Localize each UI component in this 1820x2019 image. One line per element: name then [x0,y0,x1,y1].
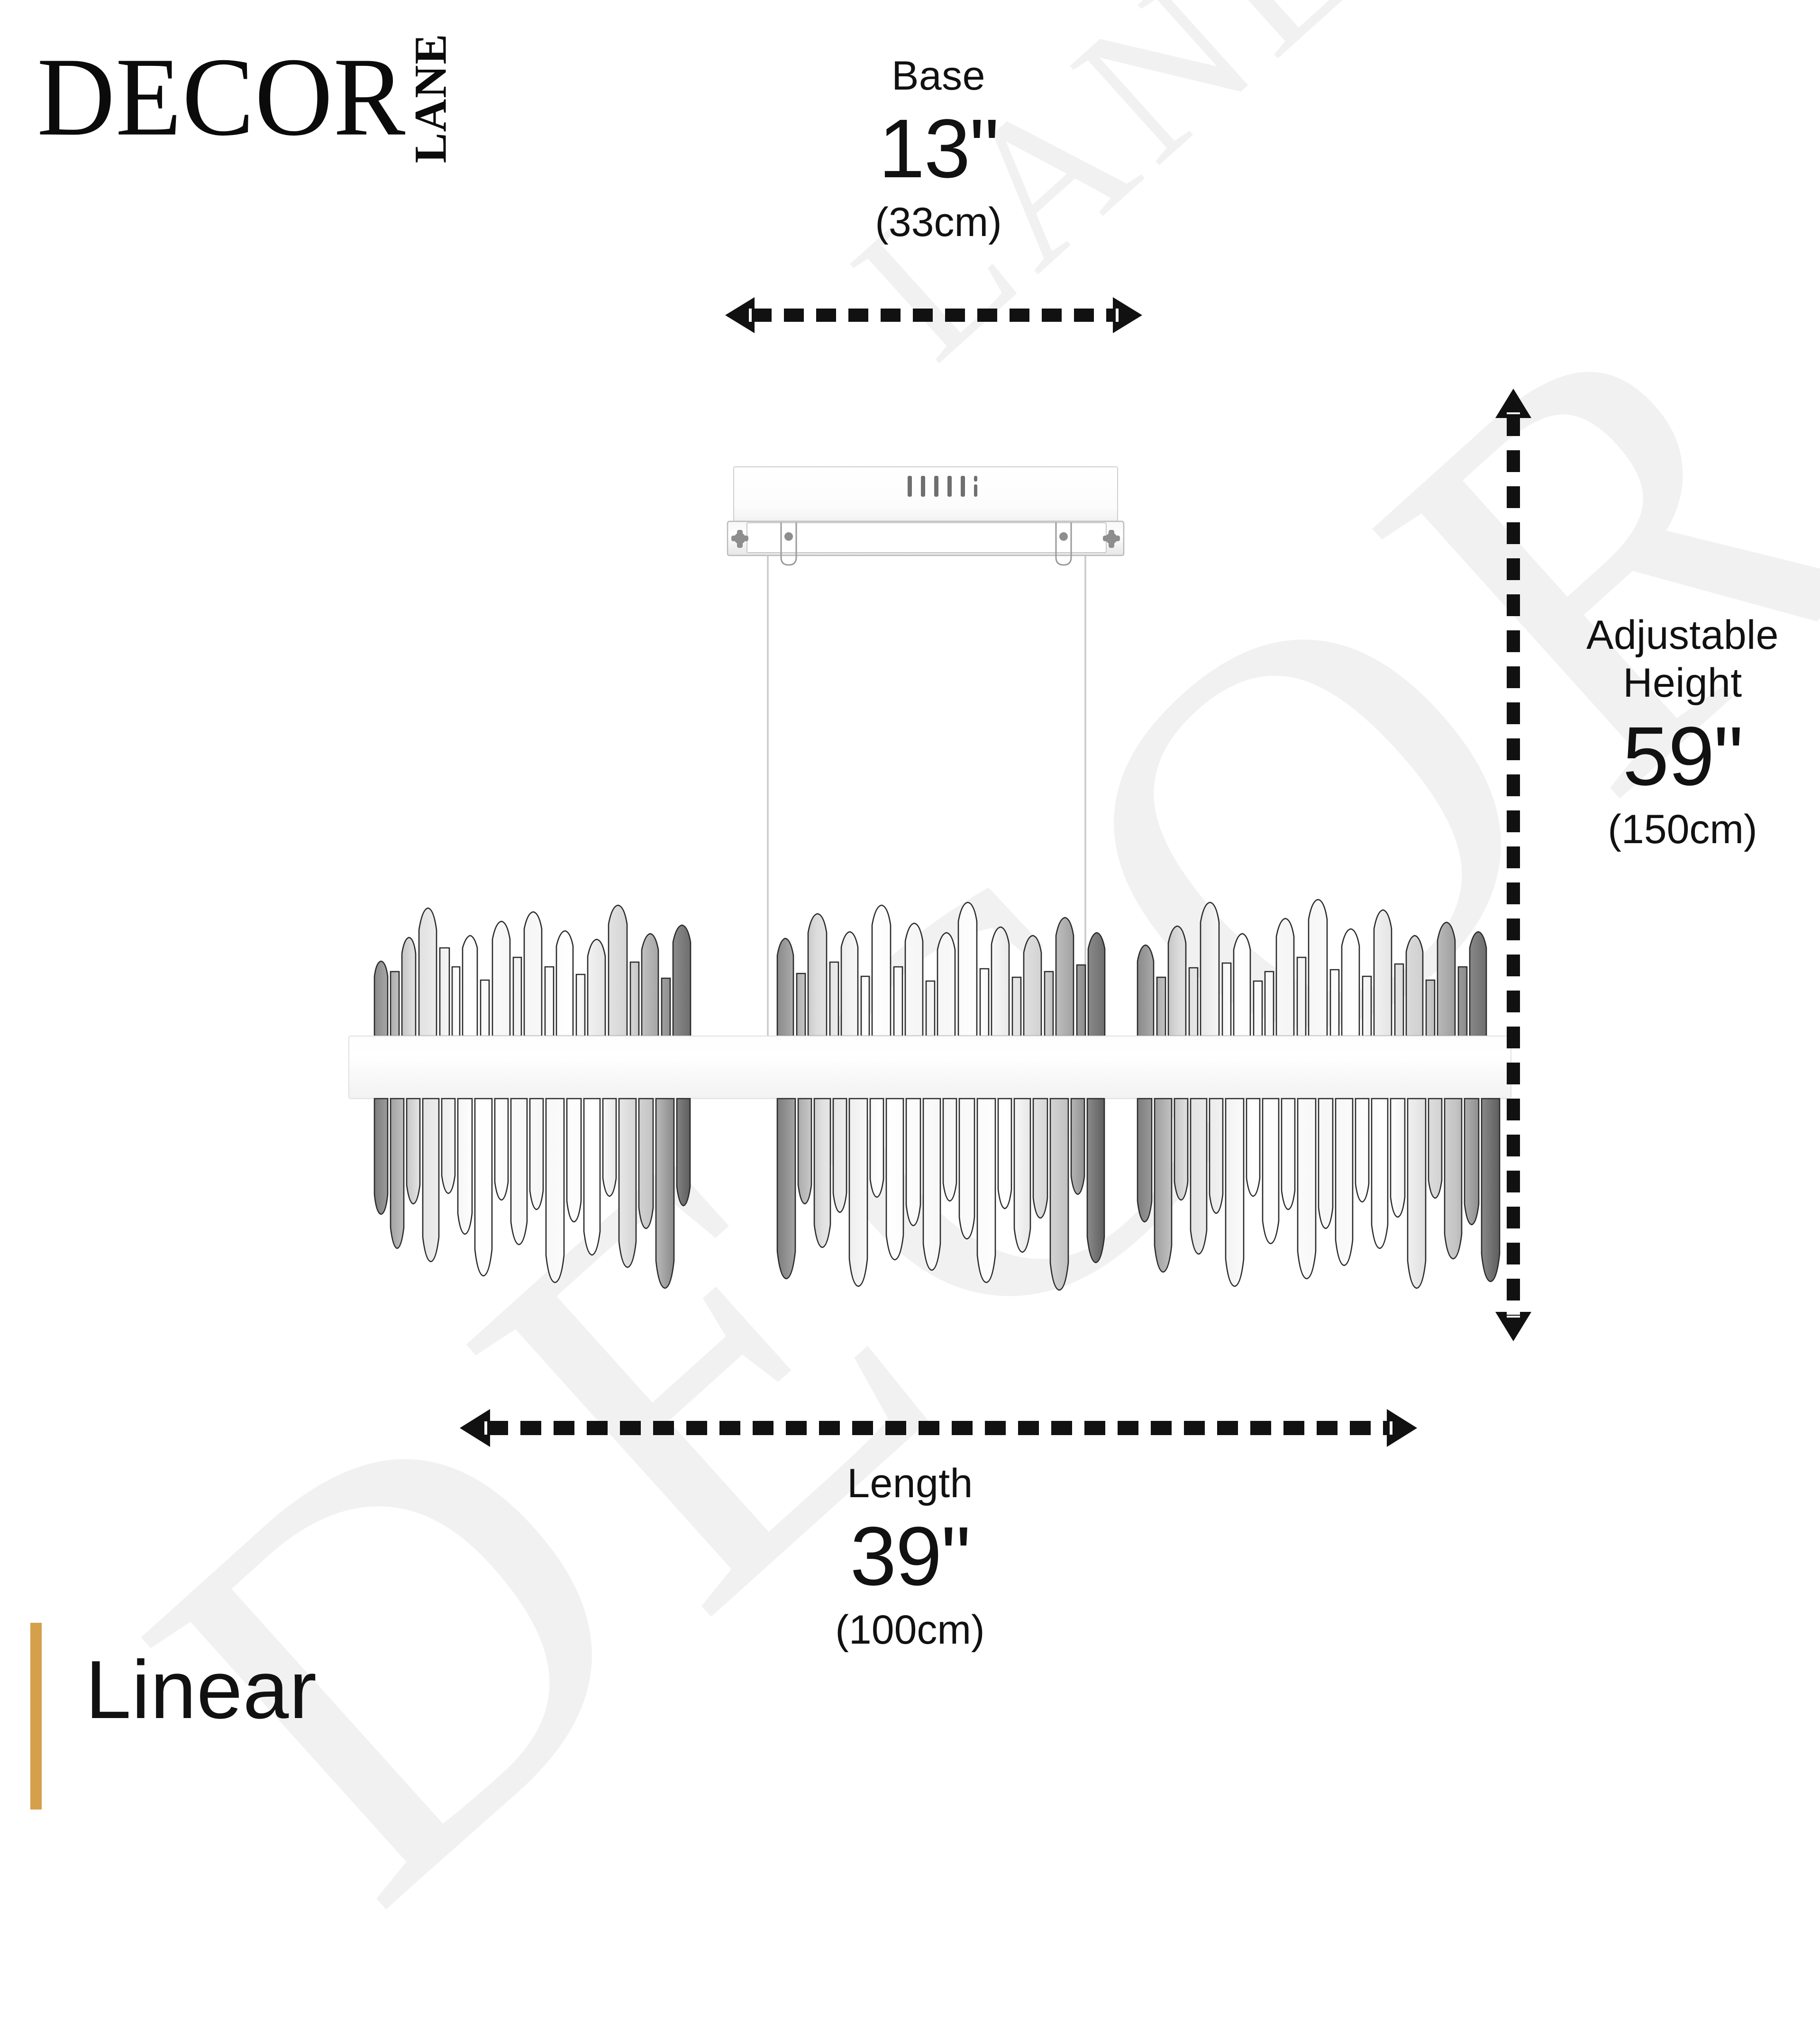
brand-name-decor: DECOR [37,35,406,159]
product-name: Linear [85,1643,317,1736]
bracket-screw-right [1103,530,1120,548]
height-arrow-icon [1491,384,1536,1346]
crystal-cluster-2-lower [776,1098,1105,1291]
base-value-metric: (33cm) [875,200,1002,246]
ceiling-canopy [733,466,1118,523]
height-value-imperial: 59" [1622,709,1744,803]
length-value-metric: (100cm) [835,1607,985,1653]
suspension-cables [767,555,1086,1036]
watermark-decor-text: DECOR [41,169,1820,2010]
crystal-cluster-3-upper [1137,899,1487,1037]
brand-logo: DECOR LANE [37,33,456,163]
cable-clamp-right [1055,522,1072,566]
base-caption: Base [892,53,985,99]
height-dimension-label: Adjustable Height 59" (150cm) [1545,611,1820,855]
crystal-cluster-2-upper [776,901,1106,1037]
base-dimension-label: Base 13" (33cm) [725,52,1152,247]
length-dimension-label: Length 39" (100cm) [697,1460,1123,1655]
length-caption: Length [847,1461,973,1506]
canopy-vent-slots [908,476,977,497]
crystal-cluster-3-lower [1137,1098,1501,1289]
mounting-bracket [727,520,1125,566]
bracket-screw-left [731,530,748,548]
cable-clamp-left [780,522,797,566]
height-value-metric: (150cm) [1608,807,1757,853]
height-caption-line2: Height [1623,660,1742,706]
accent-bar [30,1623,42,1810]
light-bar [348,1036,1511,1099]
crystal-cluster-1-upper [373,904,692,1037]
brand-name-lane-wrapper: LANE [405,33,456,163]
base-arrow-icon [720,294,1147,336]
brand-name-lane: LANE [405,33,456,164]
base-value-imperial: 13" [878,102,1000,196]
length-value-imperial: 39" [850,1510,971,1603]
crystal-cluster-1-lower [373,1098,691,1289]
height-caption-line1: Adjustable [1586,612,1779,658]
length-arrow-icon [455,1405,1422,1451]
